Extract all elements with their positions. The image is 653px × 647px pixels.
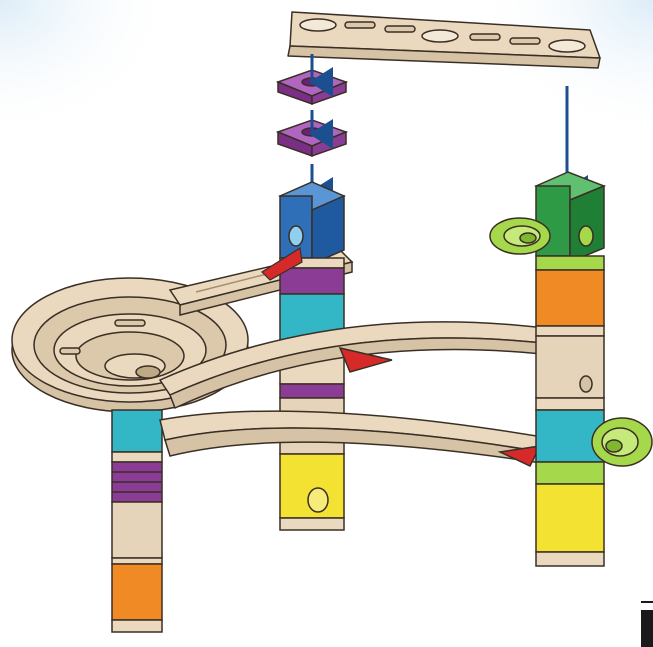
page-corner-mark — [641, 602, 653, 647]
lower-curved-track — [160, 411, 560, 466]
corner-glow-right — [470, 0, 653, 140]
lime-spiral-bottom — [592, 418, 652, 466]
lime-spiral-top — [490, 218, 550, 254]
corner-glow-left — [0, 0, 180, 140]
left-pillar — [112, 410, 162, 632]
